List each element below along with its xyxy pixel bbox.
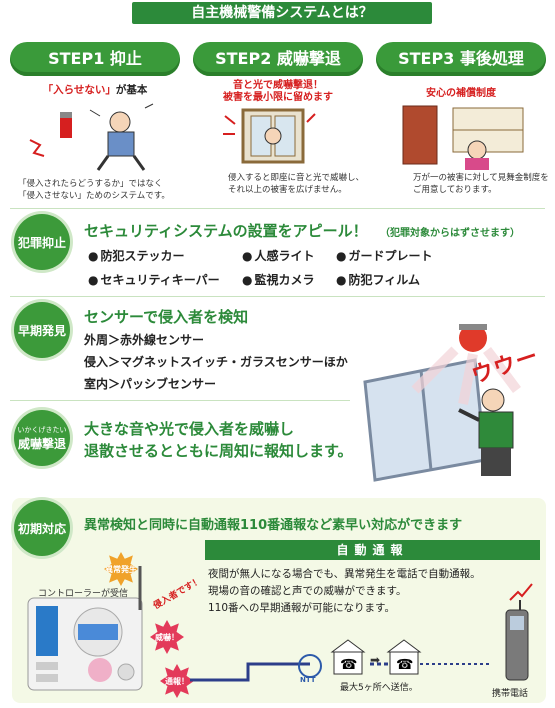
auto-report-title: 自動通報 — [205, 540, 540, 560]
step2-illustration — [223, 108, 316, 164]
step3-illustration — [402, 105, 524, 170]
threat-badge: いかくげきたい 威嚇撃退 — [14, 410, 70, 466]
step2-subtitle: 音と光で威嚇撃退！被害を最小限に留めます — [223, 80, 333, 103]
initial-heading: 異常検知と同時に自動通報110番通報など素早い対応ができます — [84, 518, 463, 533]
threat-heading: 大きな音や光で侵入者を威嚇し 退散させるとともに周知に報知します。 — [84, 420, 353, 460]
early-heading: センサーで侵入者を検知 — [84, 308, 249, 326]
step1-desc: 「侵入されたらどうするか」ではなく「侵入させない」ためのシステムです。 — [18, 179, 170, 201]
svg-text:☎: ☎ — [396, 657, 413, 673]
early-badge: 早期発見 — [14, 302, 70, 358]
step3-pill: STEP3 事後処理 — [376, 42, 546, 76]
crime-item: 監視カメラ — [242, 271, 314, 288]
controller-label: コントローラーが受信 — [38, 589, 129, 599]
mobile-phone-icon — [505, 600, 529, 681]
early-list: 外周＞赤外線センサー 侵入＞マグネットスイッチ・ガラスセンサーほか 室内＞パッシ… — [84, 329, 348, 395]
ntt-label: NTT — [300, 676, 316, 684]
crime-item: 防犯フィルム — [336, 271, 420, 288]
crime-heading: セキュリティシステムの設置をアピール！ — [84, 222, 368, 240]
step2-desc: 侵入すると即座に音と光で威嚇し、それ以上の被害を広げません。 — [228, 173, 365, 195]
sensor-line: 外周＞赤外線センサー — [84, 333, 205, 347]
crime-item: ガードプレート — [336, 247, 432, 264]
divider — [10, 296, 545, 297]
crime-item: 防犯ステッカー — [88, 247, 184, 264]
step3-desc: 万が一の被害に対して見舞金制度をご用意しております。 — [413, 173, 549, 195]
initial-badge: 初期対応 — [14, 500, 70, 556]
crime-note: （犯罪対象からはずさせます） — [380, 228, 520, 239]
sensor-line: 侵入＞マグネットスイッチ・ガラスセンサーほか — [84, 355, 348, 369]
ntt-icon — [298, 654, 322, 678]
auto-report-text: 夜間が無人になる場合でも、異常発生を電話で自動通報。 現場の音の確認と声での威嚇… — [208, 568, 481, 614]
controller-device — [27, 597, 143, 691]
svg-text:➡: ➡ — [370, 653, 380, 667]
antenna-icon — [138, 566, 142, 610]
phones-icon: ☎ ➡ ☎ — [330, 639, 422, 675]
crime-badge: 犯罪抑止 — [14, 214, 70, 270]
step1-pill: STEP1 抑止 — [10, 42, 180, 76]
signal-icon — [509, 583, 533, 601]
divider — [10, 208, 545, 209]
crime-item: 人感ライト — [242, 247, 314, 264]
phone-label: 携帯電話 — [492, 689, 529, 699]
step1-subtitle: 「入らせない」が基本 — [42, 84, 148, 96]
svg-text:☎: ☎ — [340, 657, 357, 673]
step1-illustration — [29, 103, 154, 171]
send-note: 最大5ヶ所へ送信。 — [340, 683, 418, 693]
sensor-line: 室内＞パッシブセンサー — [84, 377, 217, 391]
connection-line — [190, 662, 490, 682]
intruder-illustration — [363, 324, 521, 482]
crime-item: セキュリティキーパー — [88, 271, 219, 288]
step2-pill: STEP2 威嚇撃退 — [193, 42, 363, 76]
step3-subtitle: 安心の補償制度 — [426, 88, 496, 99]
page-title: 自主機械警備システムとは？ — [132, 2, 432, 24]
divider — [10, 400, 350, 401]
